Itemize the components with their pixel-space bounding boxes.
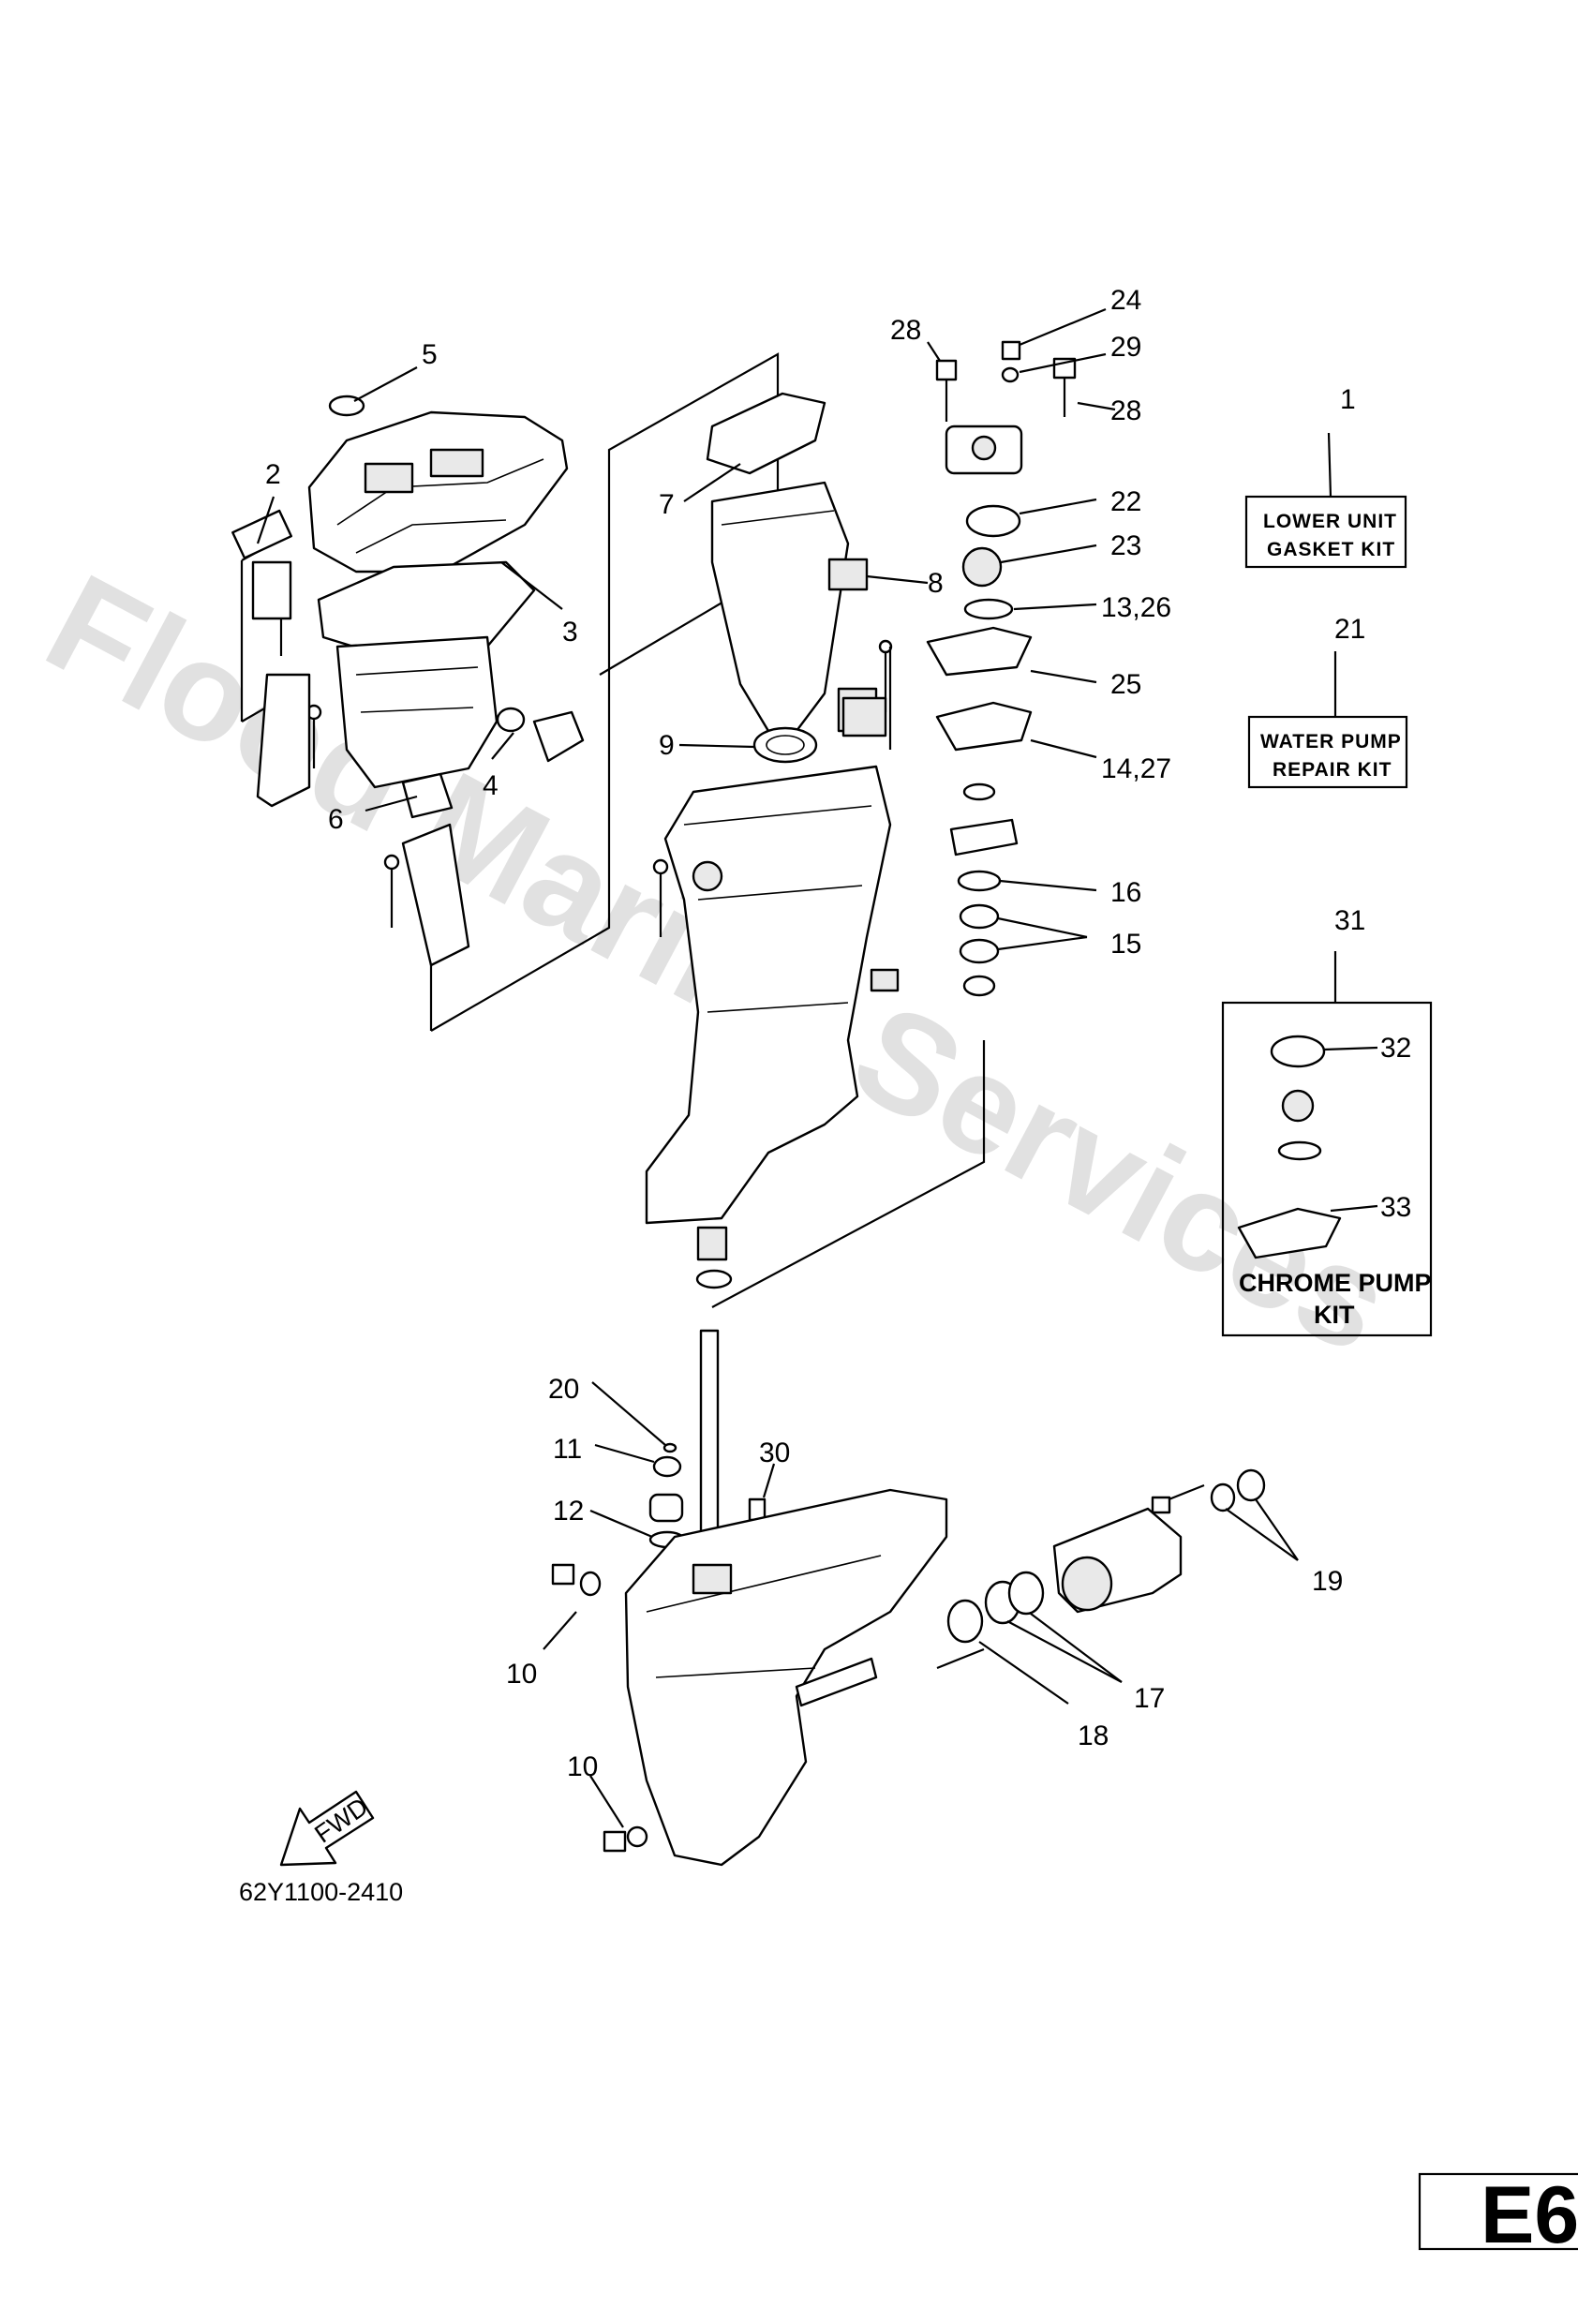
seal-19a-part — [1210, 1482, 1236, 1512]
insert-32-part — [1270, 1035, 1326, 1068]
page-tag: E6 — [1418, 2170, 1578, 2260]
callout-33: 33 — [1380, 1192, 1411, 1223]
callout-28-right: 28 — [1110, 395, 1141, 426]
water-pump-group — [841, 340, 1077, 997]
oil-seal-15b-part — [959, 938, 1000, 964]
prop-shaft-part — [795, 1657, 878, 1707]
chrome-pump-kit: 31 CHROME PUMP KIT — [1221, 905, 1433, 1337]
svg-text:WATER PUMP: WATER PUMP — [1260, 731, 1402, 752]
svg-text:21: 21 — [1334, 614, 1365, 645]
exhaust-gasket-part — [317, 560, 536, 658]
callout-10-lower: 10 — [567, 1751, 598, 1782]
water-pump-repair-kit: 21 WATER PUMP REPAIR KIT — [1247, 614, 1408, 789]
grommet-4-part — [496, 707, 526, 733]
gasket-14-part — [935, 701, 1033, 752]
svg-text:1: 1 — [1340, 384, 1356, 415]
bearing-12-part — [648, 1493, 684, 1523]
o-ring-17b-part — [1007, 1571, 1045, 1616]
o-ring-16-part — [957, 870, 1002, 892]
callout-32: 32 — [1380, 1033, 1411, 1064]
forward-arrow-icon: FWD — [279, 1790, 375, 1867]
callout-9: 9 — [659, 730, 675, 761]
hose-part — [256, 673, 311, 808]
key-13-part — [963, 598, 1014, 620]
gasket-7-part — [706, 392, 826, 475]
damper-8-part — [827, 558, 869, 591]
insert-22-part — [965, 504, 1021, 538]
bolt-10-upper-part — [551, 1563, 575, 1586]
svg-text:GASKET KIT: GASKET KIT — [1267, 539, 1395, 560]
svg-text:REPAIR KIT: REPAIR KIT — [1273, 759, 1392, 781]
lower-unit-group — [551, 1329, 1266, 1867]
callout-3: 3 — [562, 617, 578, 648]
bolt-10-lower-part — [603, 1830, 627, 1853]
callout-5: 5 — [422, 339, 438, 370]
callout-25: 25 — [1110, 669, 1141, 700]
callout-15: 15 — [1110, 929, 1141, 960]
upper-housing-part — [335, 635, 499, 789]
plate-6-part — [401, 772, 454, 819]
callout-17: 17 — [1134, 1683, 1165, 1714]
upper-cover-part — [307, 410, 569, 574]
plate-25-part — [926, 626, 1033, 677]
pinion-part — [696, 1226, 728, 1261]
bolt-24-part — [1001, 340, 1021, 361]
callout-4: 4 — [483, 770, 499, 801]
svg-text:31: 31 — [1334, 905, 1365, 936]
pump-base-part — [949, 818, 1019, 857]
callout-29: 29 — [1110, 332, 1141, 363]
svg-text:CHROME PUMP: CHROME PUMP — [1239, 1269, 1432, 1297]
callout-18: 18 — [1078, 1721, 1109, 1751]
callout-numbers: 5 2 3 4 6 7 8 9 28 24 29 28 22 23 13,26 … — [265, 285, 1411, 1782]
callout-7: 7 — [659, 489, 675, 520]
callout-20: 20 — [548, 1374, 579, 1405]
callout-14-27: 14,27 — [1101, 753, 1171, 784]
seal-9-part — [752, 726, 818, 764]
callout-30: 30 — [759, 1438, 790, 1468]
bolt-28-left-part — [935, 359, 958, 381]
sleeve-29-part — [1001, 366, 1020, 383]
driveshaft-housing-group — [645, 392, 986, 1308]
plate-33-part — [1237, 1207, 1342, 1259]
callout-6: 6 — [328, 804, 344, 835]
seal-part — [962, 782, 996, 801]
o-ring-18-part — [946, 1599, 984, 1644]
svg-text:KIT: KIT — [1314, 1301, 1355, 1329]
tube-end-part — [532, 710, 585, 763]
callout-11: 11 — [553, 1434, 582, 1465]
callout-16: 16 — [1110, 877, 1141, 908]
water-tube-part — [401, 823, 470, 967]
callout-24: 24 — [1110, 285, 1141, 316]
callout-28-left: 28 — [890, 315, 921, 346]
bushing-11-part — [652, 1455, 682, 1478]
callout-10-upper: 10 — [506, 1659, 537, 1690]
svg-text:E6: E6 — [1481, 2170, 1578, 2260]
bracket-part — [251, 560, 292, 620]
oil-seal-15a-part — [959, 903, 1000, 930]
callout-23: 23 — [1110, 530, 1141, 561]
upper-casing-group — [231, 352, 780, 1032]
driveshaft-part — [699, 1329, 720, 1539]
callout-13-26: 13,26 — [1101, 592, 1171, 623]
callout-19: 19 — [1312, 1566, 1343, 1597]
callout-22: 22 — [1110, 486, 1141, 517]
callout-8: 8 — [928, 568, 944, 599]
impeller-23-part — [961, 546, 1003, 588]
seal-19b-part — [1236, 1468, 1266, 1502]
leader-lines — [256, 307, 1299, 1828]
gearcase-part — [624, 1488, 948, 1867]
svg-text:LOWER UNIT: LOWER UNIT — [1263, 511, 1397, 532]
plate-2-part — [231, 509, 293, 559]
diagram-code: 62Y1100-2410 — [239, 1878, 403, 1906]
lower-unit-gasket-kit: 1 LOWER UNIT GASKET KIT — [1244, 384, 1407, 569]
callout-2: 2 — [265, 459, 281, 490]
oil-pan-part — [710, 481, 850, 733]
callout-12: 12 — [553, 1496, 584, 1527]
washer-20-part — [662, 1442, 677, 1453]
